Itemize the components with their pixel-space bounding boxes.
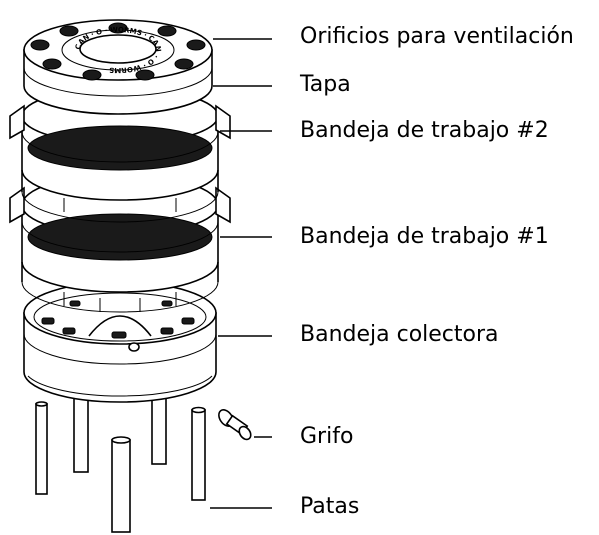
lid: CAN · O · WORMS · CAN · O · WORMS	[23, 19, 213, 115]
ventilation-holes	[30, 22, 206, 81]
leg	[151, 397, 167, 465]
label-working-tray-1: Bandeja de trabajo #1	[300, 224, 549, 249]
leg	[191, 406, 206, 501]
collector-tray	[23, 281, 217, 403]
leg	[35, 401, 48, 495]
label-working-tray-2: Bandeja de trabajo #2	[300, 118, 549, 143]
label-legs: Patas	[300, 494, 360, 519]
leg	[73, 397, 89, 473]
label-collector-tray: Bandeja colectora	[300, 322, 499, 347]
leader-lines	[210, 38, 272, 509]
label-lid: Tapa	[300, 72, 351, 97]
leg	[111, 436, 131, 533]
label-ventilation-holes: Orificios para ventilación	[300, 24, 574, 49]
label-tap: Grifo	[300, 424, 354, 449]
tap	[218, 409, 252, 441]
legs	[35, 397, 206, 533]
